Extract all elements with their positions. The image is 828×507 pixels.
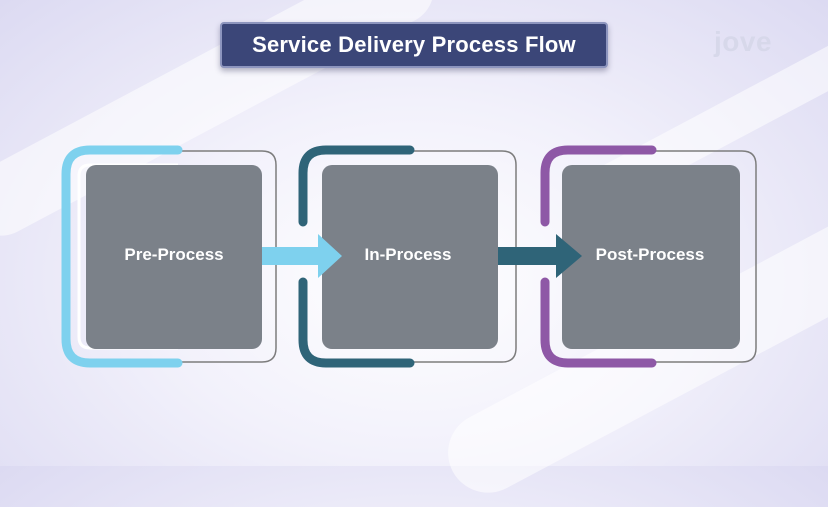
stage-label-pre-process: Pre-Process	[124, 245, 224, 264]
title-banner: Service Delivery Process Flow	[220, 22, 608, 68]
arrow-in-to-post	[498, 234, 582, 278]
stage-frame-pre-process	[61, 145, 277, 368]
accent-bracket-post-process-bottom	[540, 277, 657, 368]
accent-bracket-post-process-top	[540, 145, 657, 227]
stage-label-post-process: Post-Process	[595, 245, 705, 264]
stage-card-post-process	[562, 165, 740, 349]
stage-frame-in-process	[298, 145, 517, 368]
accent-bracket-pre-process	[61, 145, 183, 368]
stage-frame-post-process	[540, 145, 757, 368]
jove-logo: jove	[714, 26, 773, 57]
accent-bracket-in-process-bottom	[298, 277, 415, 368]
stage-card-in-process	[322, 165, 498, 349]
arrow-pre-to-in	[262, 234, 342, 278]
accent-bracket-in-process-top	[298, 145, 415, 227]
process-flow-diagram	[61, 145, 757, 368]
page-title: Service Delivery Process Flow	[252, 32, 576, 57]
stage-card-pre-process	[86, 165, 262, 349]
stage-label-in-process: In-Process	[364, 245, 452, 264]
